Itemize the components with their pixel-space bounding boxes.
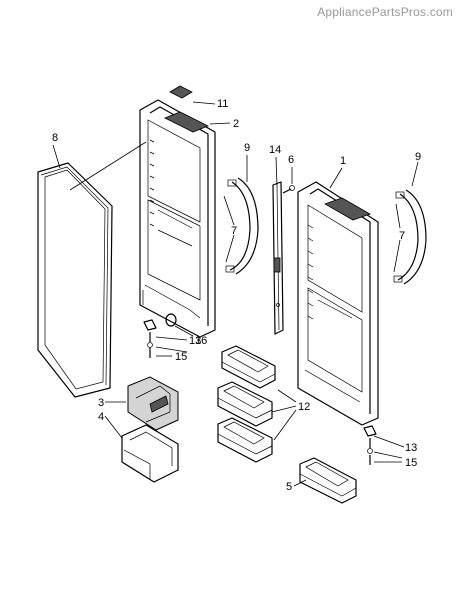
callout-3: 3 — [98, 397, 104, 409]
callout-6: 6 — [288, 154, 294, 166]
dairy-bin-part — [121, 424, 179, 483]
callout-15-left: 15 — [175, 351, 187, 363]
door-bin-upper-part — [221, 345, 276, 389]
callout-13-right: 13 — [405, 442, 417, 454]
callout-labels: 11 2 8 9 14 6 1 9 7 7 13 16 15 3 4 12 13… — [52, 98, 421, 493]
label-plate-part — [169, 85, 193, 99]
callout-7-left: 7 — [231, 225, 237, 237]
door-gasket-part — [37, 162, 113, 398]
door-bin-middle-part — [217, 381, 273, 427]
left-hinge-screws-part — [143, 319, 157, 358]
left-door-liner-part — [139, 99, 216, 338]
callout-12: 12 — [298, 401, 310, 413]
callout-16: 16 — [195, 335, 207, 347]
mullion-strip-part — [272, 181, 284, 335]
right-hinge-screws-part — [363, 425, 377, 465]
watermark: AppliancePartsPros.com — [317, 5, 453, 19]
callout-1: 1 — [340, 155, 346, 167]
cap-part — [165, 313, 177, 327]
callout-15-right: 15 — [405, 457, 417, 469]
left-handle-part — [225, 177, 259, 275]
right-handle-part — [393, 189, 427, 285]
screw-part — [282, 185, 295, 194]
callout-8: 8 — [52, 132, 58, 144]
right-door-liner-part — [297, 181, 379, 426]
callout-5: 5 — [286, 481, 292, 493]
callout-4: 4 — [98, 411, 104, 423]
callout-7-right: 7 — [399, 230, 405, 242]
callout-11: 11 — [217, 98, 228, 110]
dairy-door-part — [127, 376, 179, 431]
leader-lines — [52, 101, 419, 487]
callout-2: 2 — [233, 118, 239, 130]
callout-13-left: 13 — [189, 335, 201, 347]
door-bin-lower-part — [217, 417, 273, 463]
callout-14: 14 — [269, 144, 281, 156]
callout-9-left: 9 — [244, 142, 250, 154]
small-door-bin-part — [299, 457, 357, 504]
callout-9-right: 9 — [415, 151, 421, 163]
